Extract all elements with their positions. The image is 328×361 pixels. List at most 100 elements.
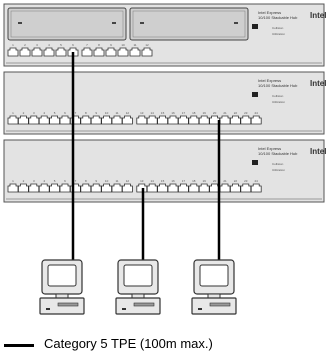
hub-brand: Intel Express	[258, 146, 281, 151]
port-10	[117, 47, 129, 57]
status-label: Collision	[272, 26, 284, 30]
port-number: 4	[43, 111, 45, 115]
port-12	[122, 115, 133, 125]
port-number: 3	[36, 43, 38, 47]
port-24	[250, 183, 262, 193]
port-number: 4	[43, 179, 45, 183]
hub-model: 10/100 Stackable Hub	[258, 83, 298, 88]
intel-logo: Intel	[310, 79, 326, 88]
status-led	[252, 160, 258, 165]
port-number: 10	[121, 43, 125, 47]
port-19	[198, 183, 210, 193]
port-number: 7	[75, 111, 77, 115]
status-label: Collision	[272, 162, 284, 166]
intel-logo: Intel	[310, 11, 326, 20]
expansion-slot-1	[7, 7, 127, 41]
intel-logo: Intel	[310, 147, 326, 156]
port-8	[93, 47, 105, 57]
port-number: 23	[244, 179, 248, 183]
expansion-slot-2	[129, 7, 249, 41]
computer-1	[39, 259, 85, 315]
port-number: 11	[115, 179, 118, 183]
port-number: 13	[140, 111, 144, 115]
port-17	[178, 183, 189, 193]
port-number: 13	[140, 179, 144, 183]
port-19	[198, 115, 210, 125]
port-2	[19, 47, 31, 57]
port-number: 7	[75, 179, 77, 183]
port-number: 2	[23, 179, 25, 183]
port-number: 16	[171, 111, 175, 115]
status-led	[252, 24, 258, 29]
port-number: 18	[192, 111, 196, 115]
port-number: 24	[255, 111, 259, 115]
port-number: 9	[95, 111, 97, 115]
port-number: 20	[213, 111, 217, 115]
port-number: 6	[72, 43, 74, 47]
port-12	[122, 183, 133, 193]
port-number: 2	[24, 43, 26, 47]
port-number: 23	[244, 111, 248, 115]
port-number: 12	[145, 43, 149, 47]
port-number: 5	[54, 179, 56, 183]
port-number: 17	[182, 179, 186, 183]
status-label: Utilization	[272, 100, 285, 104]
port-number: 10	[105, 111, 109, 115]
port-number: 19	[203, 111, 207, 115]
computer-2	[115, 259, 161, 315]
port-number: 15	[161, 111, 165, 115]
port-number: 15	[161, 179, 165, 183]
port-number: 8	[85, 111, 87, 115]
cables-layer	[71, 52, 221, 260]
port-3	[31, 47, 43, 57]
computers-layer	[39, 259, 237, 315]
port-number: 18	[192, 179, 196, 183]
port-number: 6	[64, 111, 66, 115]
hub-brand: Intel Express	[258, 78, 281, 83]
port-number: 21	[223, 179, 227, 183]
port-number: 11	[115, 111, 118, 115]
port-number: 1	[12, 111, 14, 115]
port-4	[43, 47, 55, 57]
port-number: 8	[85, 179, 87, 183]
status-label: Collision	[272, 94, 284, 98]
port-number: 20	[213, 179, 217, 183]
port-1	[7, 47, 19, 57]
port-7	[81, 47, 93, 57]
port-number: 14	[151, 179, 155, 183]
port-number: 6	[64, 179, 66, 183]
hub-brand: Intel Express	[258, 10, 281, 15]
hub-model: 10/100 Stackable Hub	[258, 15, 298, 20]
port-number: 16	[171, 179, 175, 183]
port-9	[105, 47, 117, 57]
port-14	[146, 183, 158, 193]
port-number: 8	[98, 43, 100, 47]
port-number: 5	[54, 111, 56, 115]
port-number: 7	[86, 43, 88, 47]
port-17	[178, 115, 189, 125]
port-number: 9	[110, 43, 112, 47]
port-number: 9	[95, 179, 97, 183]
port-number: 3	[33, 111, 35, 115]
port-number: 3	[33, 179, 35, 183]
port-number: 24	[255, 179, 259, 183]
port-22	[230, 183, 241, 193]
status-label: Utilization	[272, 168, 285, 172]
legend: Category 5 TPE (100m max.)	[0, 334, 328, 356]
port-number: 1	[12, 43, 14, 47]
port-12	[141, 47, 153, 57]
legend-cable-swatch	[4, 344, 34, 347]
port-number: 12	[126, 179, 130, 183]
port-number: 2	[23, 111, 25, 115]
port-number: 1	[12, 179, 14, 183]
port-11	[129, 47, 141, 57]
port-number: 10	[105, 179, 109, 183]
port-number: 22	[234, 179, 238, 183]
port-22	[230, 115, 241, 125]
hub-model: 10/100 Stackable Hub	[258, 151, 298, 156]
port-24	[250, 115, 262, 125]
legend-cable-label: Category 5 TPE (100m max.)	[44, 336, 213, 351]
